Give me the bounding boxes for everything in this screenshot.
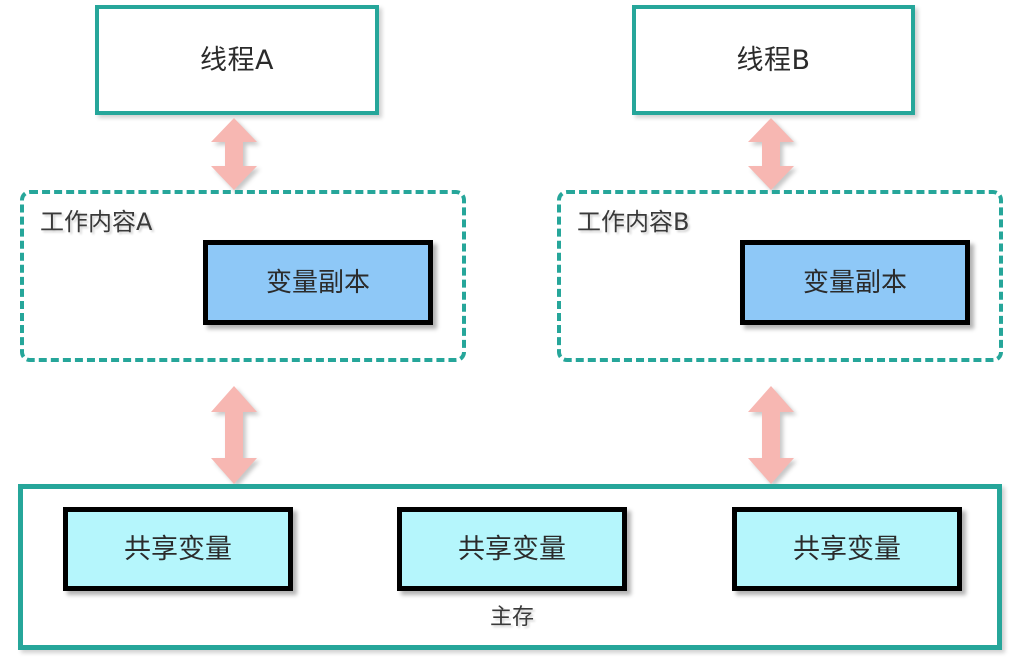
- work-memory-b-label: 工作内容B: [577, 208, 690, 236]
- shared-variable-label-1: 共享变量: [124, 533, 232, 565]
- thread-b-box[interactable]: 线程B: [632, 5, 915, 115]
- work-memory-b-box[interactable]: [557, 190, 1003, 362]
- main-memory-label: 主存: [489, 605, 534, 630]
- arrow-thread-a-to-work-memory-a: [211, 118, 257, 190]
- variable-copy-b-box[interactable]: 变量副本: [740, 240, 970, 325]
- shared-variable-label-2: 共享变量: [458, 533, 566, 565]
- work-memory-a-box[interactable]: [20, 190, 466, 362]
- variable-copy-a-box[interactable]: 变量副本: [203, 240, 433, 325]
- thread-a-box[interactable]: 线程A: [95, 5, 379, 115]
- thread-a-label: 线程A: [200, 44, 274, 76]
- thread-b-label: 线程B: [736, 44, 811, 76]
- main-memory-box[interactable]: 共享变量 共享变量 共享变量 主存: [18, 484, 1002, 650]
- variable-copy-b-label: 变量副本: [802, 267, 907, 298]
- variable-copy-a-label: 变量副本: [265, 267, 370, 298]
- shared-variable-label-3: 共享变量: [793, 533, 901, 565]
- shared-variable-box-3[interactable]: 共享变量: [732, 507, 962, 591]
- arrow-work-memory-b-to-main-memory: [748, 386, 794, 484]
- arrow-thread-b-to-work-memory-b: [748, 118, 794, 190]
- shared-variable-box-2[interactable]: 共享变量: [397, 507, 627, 591]
- arrow-work-memory-a-to-main-memory: [211, 386, 257, 484]
- shared-variable-box-1[interactable]: 共享变量: [63, 507, 293, 591]
- work-memory-a-label: 工作内容A: [40, 208, 153, 236]
